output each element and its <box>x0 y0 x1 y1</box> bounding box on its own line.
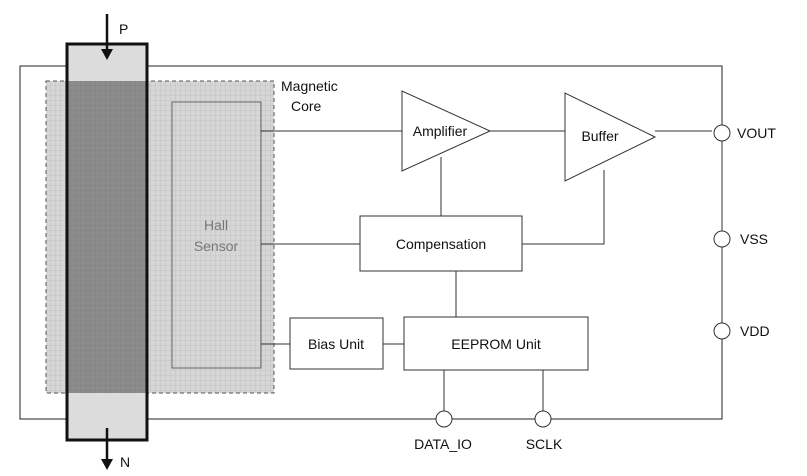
data-io-pin <box>435 410 453 428</box>
vout-label: VOUT <box>737 125 776 141</box>
vout-pin <box>713 124 731 142</box>
magnetic-core-label-line1: Magnetic <box>281 78 338 94</box>
buffer-block <box>564 92 657 182</box>
current-out-arrow-head <box>101 459 113 470</box>
hall-sensor-label-line2: Sensor <box>194 238 239 254</box>
current-in-arrow-head <box>101 49 113 60</box>
magnetic-core-label-line2: Core <box>291 98 322 114</box>
eeprom-unit-label: EEPROM Unit <box>451 336 541 352</box>
sclk-label: SCLK <box>526 436 563 452</box>
sclk-pin <box>534 410 552 428</box>
hall-sensor <box>171 101 262 369</box>
conductor-core-overlap <box>67 81 147 393</box>
vdd-pin <box>713 322 731 340</box>
vss-pin <box>713 230 731 248</box>
buffer-label: Buffer <box>581 128 618 144</box>
conductor-top-label: P <box>119 21 128 37</box>
data-io-label: DATA_IO <box>414 436 472 452</box>
amplifier-block <box>401 90 492 172</box>
compensation-label: Compensation <box>396 236 486 252</box>
conductor-bottom-label: N <box>120 454 130 470</box>
hall-sensor-label-line1: Hall <box>204 217 228 233</box>
vss-label: VSS <box>740 231 768 247</box>
vdd-label: VDD <box>740 323 770 339</box>
bias-unit-label: Bias Unit <box>308 336 364 352</box>
eeprom-unit-block <box>403 316 589 371</box>
signal-wires <box>261 130 723 411</box>
bias-unit-block <box>289 317 384 370</box>
compensation-block <box>359 215 523 272</box>
amplifier-label: Amplifier <box>413 123 468 139</box>
